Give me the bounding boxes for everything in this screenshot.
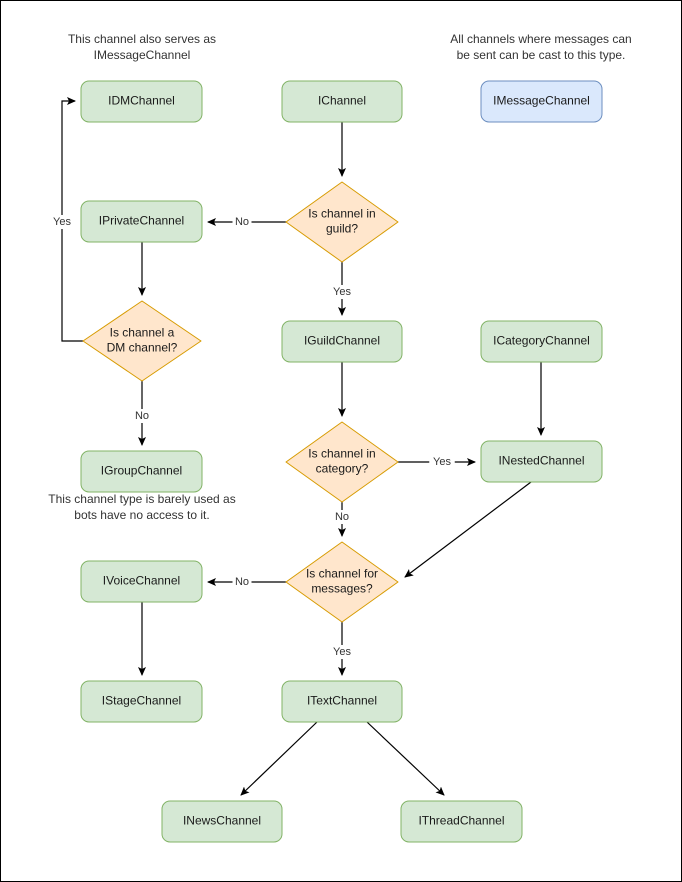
node-shape [281,320,403,363]
edge-label-backdrop [429,455,455,469]
node-istage-channel[interactable]: IStageChannel [80,680,203,723]
node-ivoice-channel[interactable]: IVoiceChannel [80,560,203,603]
edge-label-yes: Yes [333,286,351,298]
edge-label-backdrop [132,409,152,423]
node-shape [80,560,203,603]
node-shape [285,541,399,623]
node-label: INestedChannel [498,454,584,468]
node-label: IVoiceChannel [103,574,180,588]
edge-label-no: No [235,216,249,228]
node-shape [80,200,203,243]
node-shape [285,181,399,263]
edge-label-backdrop [49,215,75,229]
edge-itext-channel-to-ithread-channel [366,721,445,796]
node-shape [161,800,283,843]
node-inested-channel[interactable]: INestedChannel [480,440,603,483]
edge-label-backdrop [232,575,252,589]
nodes-layer: IDMChannel IChannel IMessageChannelIPrivat… [80,80,603,843]
node-imessage-channel[interactable]: IMessageChannel [480,80,603,123]
edge-label-no: No [335,511,349,523]
node-shape [480,320,603,363]
node-shape [285,421,399,503]
node-iprivate-channel[interactable]: IPrivateChannel [80,200,203,243]
edge-label-yes: Yes [333,646,351,658]
edge-label-no: No [135,410,149,422]
node-label: IThreadChannel [418,814,504,828]
node-icategory-channel[interactable]: ICategoryChannel [480,320,603,363]
edge-label-yes: Yes [433,456,451,468]
node-label: IDMChannel [108,94,175,108]
node-label: IGroupChannel [101,464,182,478]
node-label: ITextChannel [307,694,377,708]
node-shape [80,450,203,493]
node-label: IMessageChannel [493,94,590,108]
node-shape [80,680,203,723]
node-shape [281,680,403,723]
node-shape [80,80,203,123]
edge-label-backdrop [232,215,252,229]
node-shape [281,80,403,123]
node-shape [82,300,202,382]
edge-label-no: No [235,576,249,588]
node-label: IStageChannel [102,694,181,708]
edge-label-backdrop [329,645,355,659]
node-label: IPrivateChannel [99,214,184,228]
edge-label-backdrop [329,285,355,299]
node-iguild-channel[interactable]: IGuildChannel [281,320,403,363]
node-shape [400,800,523,843]
edge-label-backdrop [332,510,352,524]
node-label: ICategoryChannel [493,334,590,348]
node-idm-channel[interactable]: IDMChannel [80,80,203,123]
node-igroup-channel[interactable]: IGroupChannel [80,450,203,493]
node-label: IChannel [318,94,366,108]
node-itext-channel[interactable]: ITextChannel [281,680,403,723]
edge-label-yes: Yes [53,216,71,228]
node-shape [480,80,603,123]
node-label: IGuildChannel [304,334,380,348]
node-shape [480,440,603,483]
edge-inested-channel-to-decision-messages [404,481,532,578]
node-label: INewsChannel [183,814,261,828]
node-inews-channel[interactable]: INewsChannel [161,800,283,843]
edge-itext-channel-to-inews-channel [240,721,318,796]
node-ichannel[interactable]: IChannel [281,80,403,123]
node-ithread-channel[interactable]: IThreadChannel [400,800,523,843]
